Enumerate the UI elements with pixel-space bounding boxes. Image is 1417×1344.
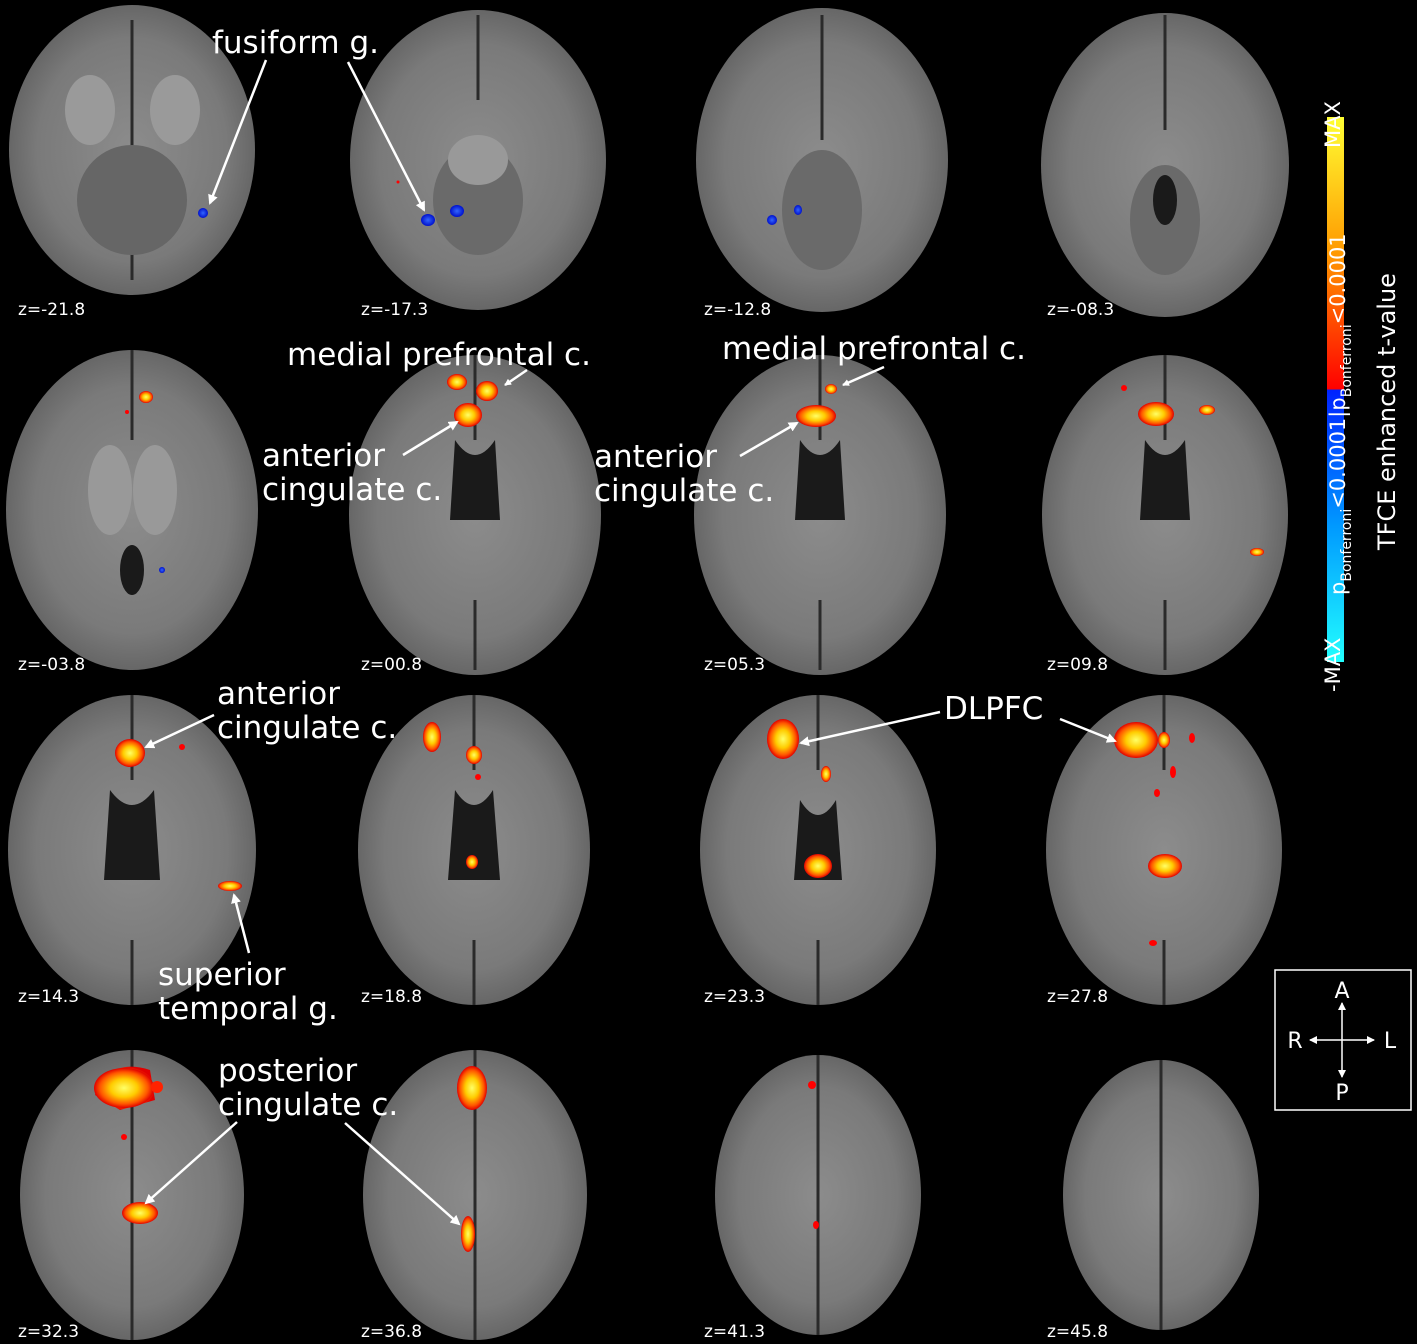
arrow-mpfc-1 bbox=[504, 368, 528, 387]
colorbar-title: TFCE enhanced t-value bbox=[1373, 273, 1401, 551]
annotation-pcc: posterior bbox=[218, 1053, 357, 1089]
arrow-mpfc-2 bbox=[842, 365, 885, 387]
colorbar-min-label: -MAX bbox=[1321, 638, 1345, 692]
annotation-dlpfc: DLPFC bbox=[944, 691, 1043, 727]
slice-label: z=41.3 bbox=[704, 1322, 765, 1342]
arrow-acc-2 bbox=[739, 421, 799, 458]
brain-slice-11 bbox=[700, 695, 936, 1005]
slice-label: z=45.8 bbox=[1047, 1322, 1108, 1342]
colorbar-threshold-text: pBonferroni<0.0001|pBonferroni<0.0001 bbox=[1326, 233, 1355, 595]
separator: | bbox=[1326, 411, 1351, 418]
arrow-left-icon bbox=[1309, 1036, 1317, 1044]
brain-slice-16 bbox=[1063, 1060, 1259, 1330]
annotation-fusiform: fusiform g. bbox=[212, 25, 379, 61]
arrow-dlpfc-1 bbox=[799, 710, 941, 747]
brain-slice-9 bbox=[8, 695, 256, 1005]
slice-label: z=09.8 bbox=[1047, 655, 1108, 675]
brain-slice-7 bbox=[694, 355, 946, 675]
slice-label: z=-12.8 bbox=[704, 300, 771, 320]
bonferroni-sub-2: Bonferroni bbox=[1339, 324, 1355, 397]
slice-label: z=14.3 bbox=[18, 987, 79, 1007]
arrow-pcc-2 bbox=[344, 1122, 461, 1226]
annotation-stg-line2: temporal g. bbox=[158, 991, 338, 1027]
slice-label: z=00.8 bbox=[361, 655, 422, 675]
arrow-pcc-1 bbox=[144, 1121, 238, 1205]
brain-slice-15 bbox=[715, 1055, 921, 1335]
threshold-value: <0.0001 bbox=[1326, 418, 1350, 509]
annotation-acc-2: anterior bbox=[594, 439, 717, 475]
brain-slice-4 bbox=[1041, 13, 1289, 317]
arrow-fusiform-1 bbox=[208, 59, 268, 205]
brain-slice-14 bbox=[363, 1050, 587, 1340]
annotation-acc-1: anterior bbox=[262, 438, 385, 474]
arrow-down-icon bbox=[1338, 1070, 1346, 1078]
brain-slice-13 bbox=[20, 1050, 244, 1340]
annotation-stg: superior bbox=[158, 957, 286, 993]
slice-label: z=32.3 bbox=[18, 1322, 79, 1342]
p-symbol-2: p bbox=[1326, 397, 1350, 410]
orientation-anterior: A bbox=[1334, 979, 1349, 1004]
slice-label: z=23.3 bbox=[704, 987, 765, 1007]
annotation-mpfc-2: medial prefrontal c. bbox=[722, 331, 1026, 367]
arrow-fusiform-2 bbox=[346, 61, 426, 212]
orientation-right: R bbox=[1287, 1029, 1302, 1054]
p-symbol: p bbox=[1326, 582, 1350, 595]
slice-label: z=-03.8 bbox=[18, 655, 85, 675]
threshold-value-2: <0.0001 bbox=[1326, 233, 1350, 324]
brain-slice-6 bbox=[349, 355, 601, 675]
brain-slice-1 bbox=[9, 5, 255, 295]
orientation-box bbox=[1274, 969, 1412, 1111]
slice-label: z=27.8 bbox=[1047, 987, 1108, 1007]
arrow-stg bbox=[231, 893, 251, 954]
annotation-acc-2-line2: cingulate c. bbox=[594, 473, 774, 509]
annotation-acc-3: anterior bbox=[217, 676, 340, 712]
colorbar-max-label: MAX bbox=[1321, 101, 1345, 148]
arrow-up-icon bbox=[1338, 1002, 1346, 1010]
slice-label: z=36.8 bbox=[361, 1322, 422, 1342]
slice-label: z=18.8 bbox=[361, 987, 422, 1007]
slice-label: z=-08.3 bbox=[1047, 300, 1114, 320]
orientation-legend: A P R L bbox=[1274, 969, 1412, 1111]
bonferroni-sub: Bonferroni bbox=[1339, 509, 1355, 582]
annotation-mpfc-1: medial prefrontal c. bbox=[287, 337, 591, 373]
brain-slice-10 bbox=[358, 695, 590, 1005]
colorbar-gradient bbox=[1327, 117, 1344, 662]
slice-label: z=-17.3 bbox=[361, 300, 428, 320]
orientation-left: L bbox=[1384, 1029, 1397, 1054]
colorbar: MAX -MAX TFCE enhanced t-value pBonferro… bbox=[1321, 101, 1401, 692]
arrow-right-icon bbox=[1367, 1036, 1375, 1044]
orientation-posterior: P bbox=[1335, 1081, 1348, 1106]
arrow-dlpfc-2 bbox=[1059, 717, 1117, 743]
slice-label: z=-21.8 bbox=[18, 300, 85, 320]
annotation-acc-3-line2: cingulate c. bbox=[217, 710, 397, 746]
brain-slice-12 bbox=[1046, 695, 1282, 1005]
brain-slice-2 bbox=[350, 10, 606, 310]
slice-label: z=05.3 bbox=[704, 655, 765, 675]
brain-slice-8 bbox=[1042, 355, 1288, 675]
arrow-acc-3 bbox=[144, 713, 215, 749]
annotation-acc-1-line2: cingulate c. bbox=[262, 472, 442, 508]
arrow-acc-1 bbox=[402, 420, 459, 457]
annotation-pcc-line2: cingulate c. bbox=[218, 1087, 398, 1123]
annotation-arrows bbox=[144, 59, 1117, 1226]
brain-slice-5 bbox=[6, 350, 258, 670]
brain-slice-3 bbox=[696, 8, 948, 312]
